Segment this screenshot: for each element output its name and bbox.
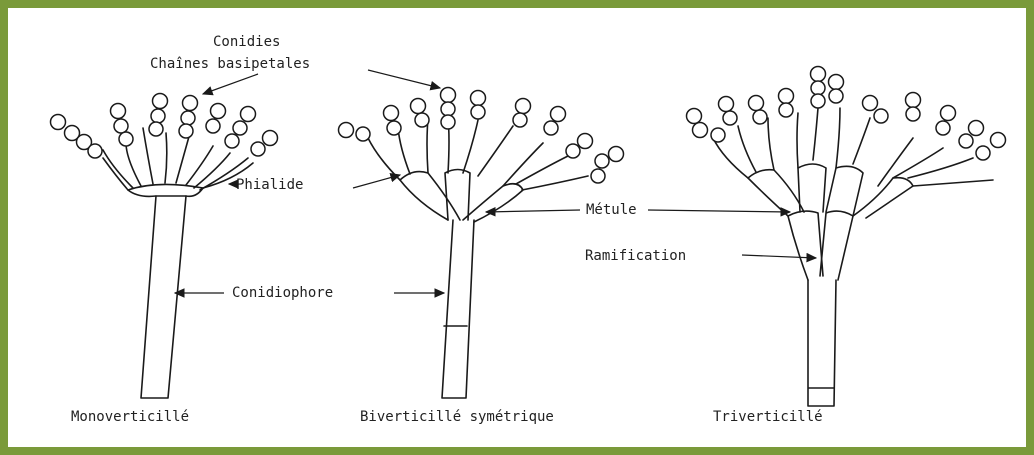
monoverticillate-structure bbox=[51, 94, 278, 399]
conidium-cell bbox=[356, 127, 370, 141]
conidium-cell bbox=[595, 154, 609, 168]
conidium-cell bbox=[544, 121, 558, 135]
conidium-cell bbox=[241, 107, 256, 122]
conidium-cell bbox=[111, 104, 126, 119]
conidium-cell bbox=[251, 142, 265, 156]
label-chaines: Chaînes basipetales bbox=[150, 56, 310, 72]
conidium-cell bbox=[263, 131, 278, 146]
conidium-cell bbox=[711, 128, 725, 142]
conidium-cell bbox=[941, 106, 956, 121]
conidium-cell bbox=[88, 144, 102, 158]
conidium-cell bbox=[384, 106, 399, 121]
conidium-cell bbox=[225, 134, 239, 148]
penicillium-diagram: Conidies Chaînes basipetales Phialide Mé… bbox=[8, 8, 1034, 455]
conidium-cell bbox=[829, 75, 844, 90]
label-conidies: Conidies bbox=[213, 34, 280, 50]
conidium-cell bbox=[969, 121, 984, 136]
conidium-cell bbox=[151, 109, 165, 123]
triverticillate-structure bbox=[687, 67, 1006, 407]
caption-biverticille: Biverticillé symétrique bbox=[360, 409, 554, 425]
conidium-cell bbox=[749, 96, 764, 111]
conidium-cell bbox=[471, 91, 486, 106]
conidium-cell bbox=[153, 94, 168, 109]
conidium-cell bbox=[959, 134, 973, 148]
arrow-chaines-right bbox=[368, 70, 440, 88]
conidium-cell bbox=[51, 115, 66, 130]
conidium-cell bbox=[936, 121, 950, 135]
conidium-cell bbox=[811, 94, 825, 108]
conidium-cell bbox=[119, 132, 133, 146]
arrow-phialide-right bbox=[353, 175, 400, 188]
conidium-cell bbox=[181, 111, 195, 125]
conidium-cell bbox=[906, 107, 920, 121]
conidium-cell bbox=[829, 89, 843, 103]
conidium-cell bbox=[566, 144, 580, 158]
conidium-cell bbox=[578, 134, 593, 149]
conidium-cell bbox=[441, 88, 456, 103]
conidium-cell bbox=[471, 105, 485, 119]
conidium-cell bbox=[206, 119, 220, 133]
conidium-cell bbox=[906, 93, 921, 108]
arrow-metule-right bbox=[648, 210, 790, 212]
conidium-cell bbox=[874, 109, 888, 123]
conidium-cell bbox=[609, 147, 624, 162]
conidium-cell bbox=[441, 102, 455, 116]
conidium-cell bbox=[723, 111, 737, 125]
conidium-cell bbox=[779, 103, 793, 117]
conidium-cell bbox=[719, 97, 734, 112]
caption-monoverticille: Monoverticillé bbox=[71, 409, 189, 425]
conidium-cell bbox=[863, 96, 878, 111]
label-ramification: Ramification bbox=[585, 248, 686, 264]
conidium-cell bbox=[551, 107, 566, 122]
arrow-ramification bbox=[742, 255, 816, 258]
conidium-cell bbox=[114, 119, 128, 133]
conidium-cell bbox=[811, 81, 825, 95]
conidium-cell bbox=[991, 133, 1006, 148]
conidium-cell bbox=[779, 89, 794, 104]
conidium-cell bbox=[516, 99, 531, 114]
biverticillate-structure bbox=[339, 88, 624, 399]
conidium-cell bbox=[339, 123, 354, 138]
conidium-cell bbox=[211, 104, 226, 119]
conidium-cell bbox=[441, 115, 455, 129]
conidium-cell bbox=[387, 121, 401, 135]
conidium-cell bbox=[687, 109, 702, 124]
conidium-cell bbox=[233, 121, 247, 135]
conidium-cell bbox=[411, 99, 426, 114]
conidium-cell bbox=[149, 122, 163, 136]
conidium-cell bbox=[811, 67, 826, 82]
arrow-metule-left bbox=[486, 210, 580, 212]
label-phialide: Phialide bbox=[236, 177, 303, 193]
conidium-cell bbox=[976, 146, 990, 160]
arrow-chaines-left bbox=[203, 74, 258, 94]
label-metule: Métule bbox=[586, 202, 637, 218]
caption-triverticille: Triverticillé bbox=[713, 409, 823, 425]
label-conidiophore: Conidiophore bbox=[232, 285, 333, 301]
conidium-cell bbox=[753, 110, 767, 124]
conidium-cell bbox=[183, 96, 198, 111]
conidium-cell bbox=[513, 113, 527, 127]
conidium-cell bbox=[415, 113, 429, 127]
conidium-cell bbox=[179, 124, 193, 138]
conidium-cell bbox=[693, 123, 708, 138]
conidium-cell bbox=[591, 169, 605, 183]
